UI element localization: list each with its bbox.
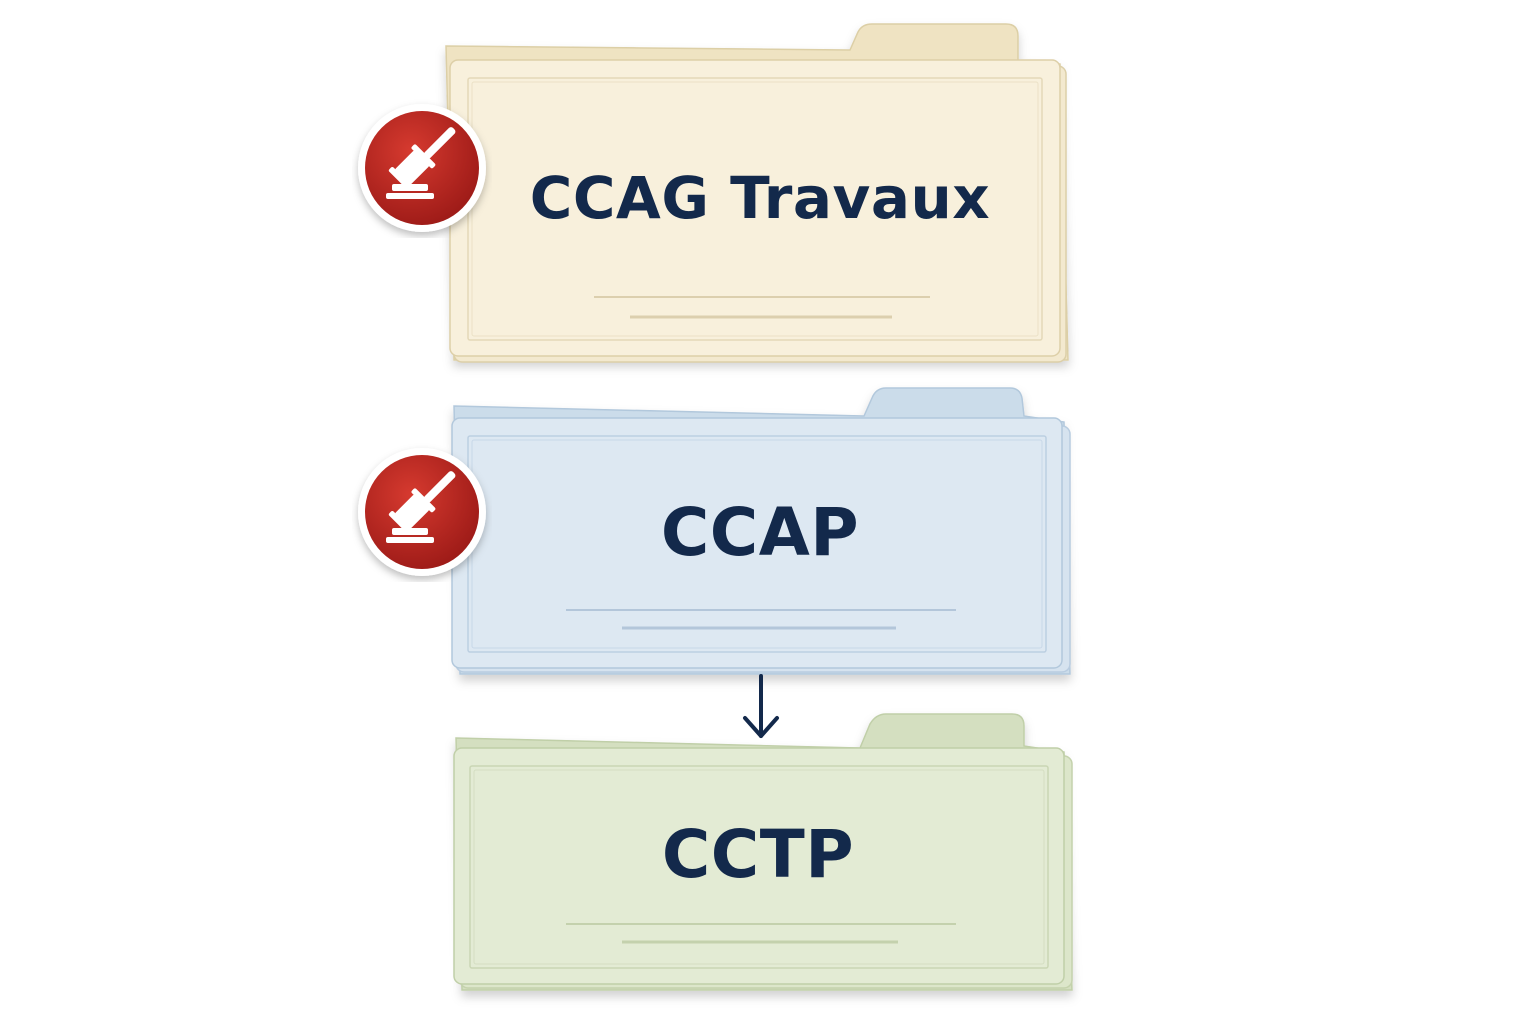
folder-cctp: CCTP [446,708,1086,1000]
folder-label-cctp: CCTP [661,816,855,893]
gavel-badge-ccap [352,442,492,582]
folder-ccag-travaux: CCAG Travaux [440,20,1080,370]
gavel-badge-ccag [352,98,492,238]
folder-ccap-shape [451,387,1071,675]
folder-ccap: CCAP [440,382,1080,682]
folder-label-ccap: CCAP [660,494,860,571]
folder-label-ccag-travaux: CCAG Travaux [529,164,991,232]
folder-ccag-travaux-shape [445,23,1069,363]
gavel-icon [358,104,486,232]
arrow-down-icon [743,674,779,738]
gavel-icon [358,448,486,576]
folder-cctp-shape [453,713,1073,991]
